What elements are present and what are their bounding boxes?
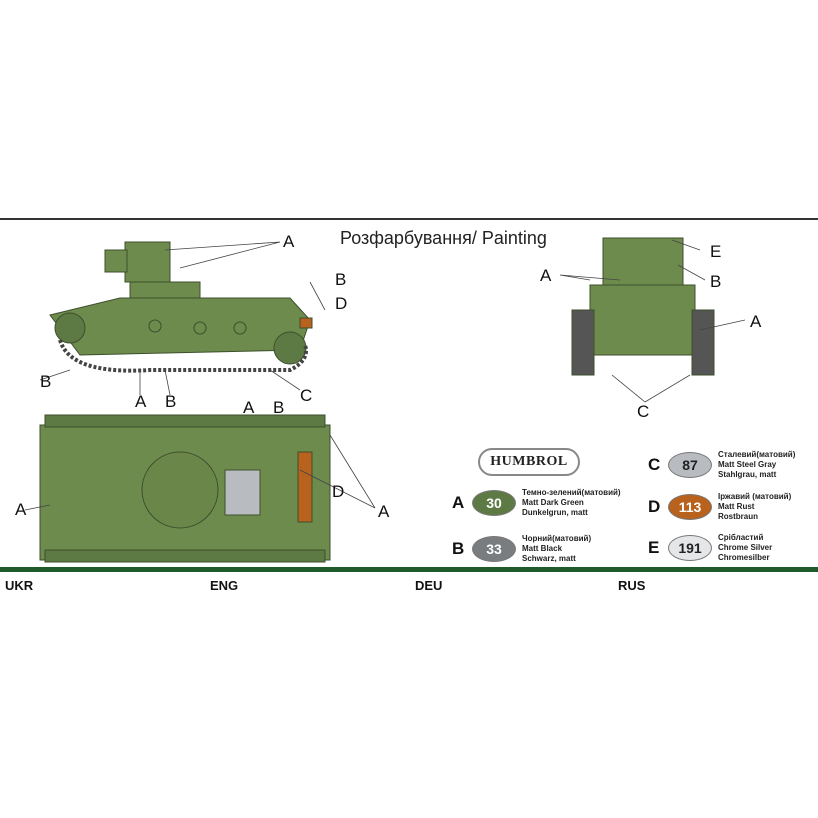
paint-name-deu: Stahlgrau, matt: [718, 470, 777, 479]
paint-name-deu: Rostbraun: [718, 512, 758, 521]
callout-e: E: [710, 242, 722, 261]
lang-eng: ENG: [210, 578, 239, 593]
callout-a: A: [283, 232, 295, 251]
paint-code-badge: 30: [472, 490, 516, 516]
callout-lines: [24, 239, 746, 511]
lang-ukr: UKR: [5, 578, 34, 593]
paint-code-badge: 87: [668, 452, 712, 478]
callout-d: D: [332, 482, 345, 501]
callout-b: B: [710, 272, 722, 291]
page-title: Розфарбування/ Painting: [340, 228, 547, 248]
humbrol-logo: HUMBROL: [478, 448, 580, 476]
callout-c: C: [300, 386, 313, 405]
paint-name-eng: Chrome Silver: [718, 543, 773, 552]
paint-code-badge: 191: [668, 535, 712, 561]
callout-a: A: [378, 502, 390, 521]
callout-a: A: [243, 398, 255, 417]
paint-name-ukr: Темно-зелений(матовий): [522, 488, 621, 497]
paint-key: A: [452, 493, 465, 512]
callout-a: A: [540, 266, 552, 285]
callout-b: B: [40, 372, 52, 391]
lang-rus: RUS: [618, 578, 646, 593]
paint-name-deu: Schwarz, matt: [522, 554, 576, 563]
paint-name-eng: Matt Black: [522, 544, 563, 553]
paint-name-deu: Dunkelgrun, matt: [522, 508, 588, 517]
paint-key: B: [452, 539, 465, 558]
paint-name-ukr: Сталевий(матовий): [718, 450, 796, 459]
painting-sheet: Розфарбування/ Painting: [0, 218, 818, 600]
lang-deu: DEU: [415, 578, 443, 593]
paint-code-badge: 33: [472, 536, 516, 562]
callout-a: A: [135, 392, 147, 411]
paint-code-badge: 113: [668, 494, 712, 520]
front-view: [571, 237, 715, 376]
paint-swatch-a: A 30 Темно-зелений(матовий)Matt Dark Gre…: [452, 488, 621, 518]
paint-name-deu: Chromesilber: [718, 553, 770, 562]
callout-c: C: [637, 402, 650, 421]
top-view: [39, 414, 331, 563]
green-divider: [0, 567, 818, 572]
callout-b: B: [273, 398, 285, 417]
paint-name-eng: Matt Rust: [718, 502, 755, 511]
tank-drawings: [24, 237, 746, 563]
side-view: [49, 241, 313, 373]
paint-name-eng: Matt Steel Gray: [718, 460, 777, 469]
callout-a: A: [750, 312, 762, 331]
paint-name-ukr: Срібластий: [718, 533, 764, 542]
paint-key: C: [648, 455, 661, 474]
callout-b: B: [335, 270, 347, 289]
paint-name-ukr: Іржавий (матовий): [718, 492, 792, 501]
callout-d: D: [335, 294, 348, 313]
paint-name-ukr: Чорний(матовий): [522, 534, 592, 543]
callout-b: B: [165, 392, 177, 411]
paint-key: E: [648, 538, 660, 557]
paint-key: D: [648, 497, 661, 516]
paint-name-eng: Matt Dark Green: [522, 498, 584, 507]
callout-a: A: [15, 500, 27, 519]
